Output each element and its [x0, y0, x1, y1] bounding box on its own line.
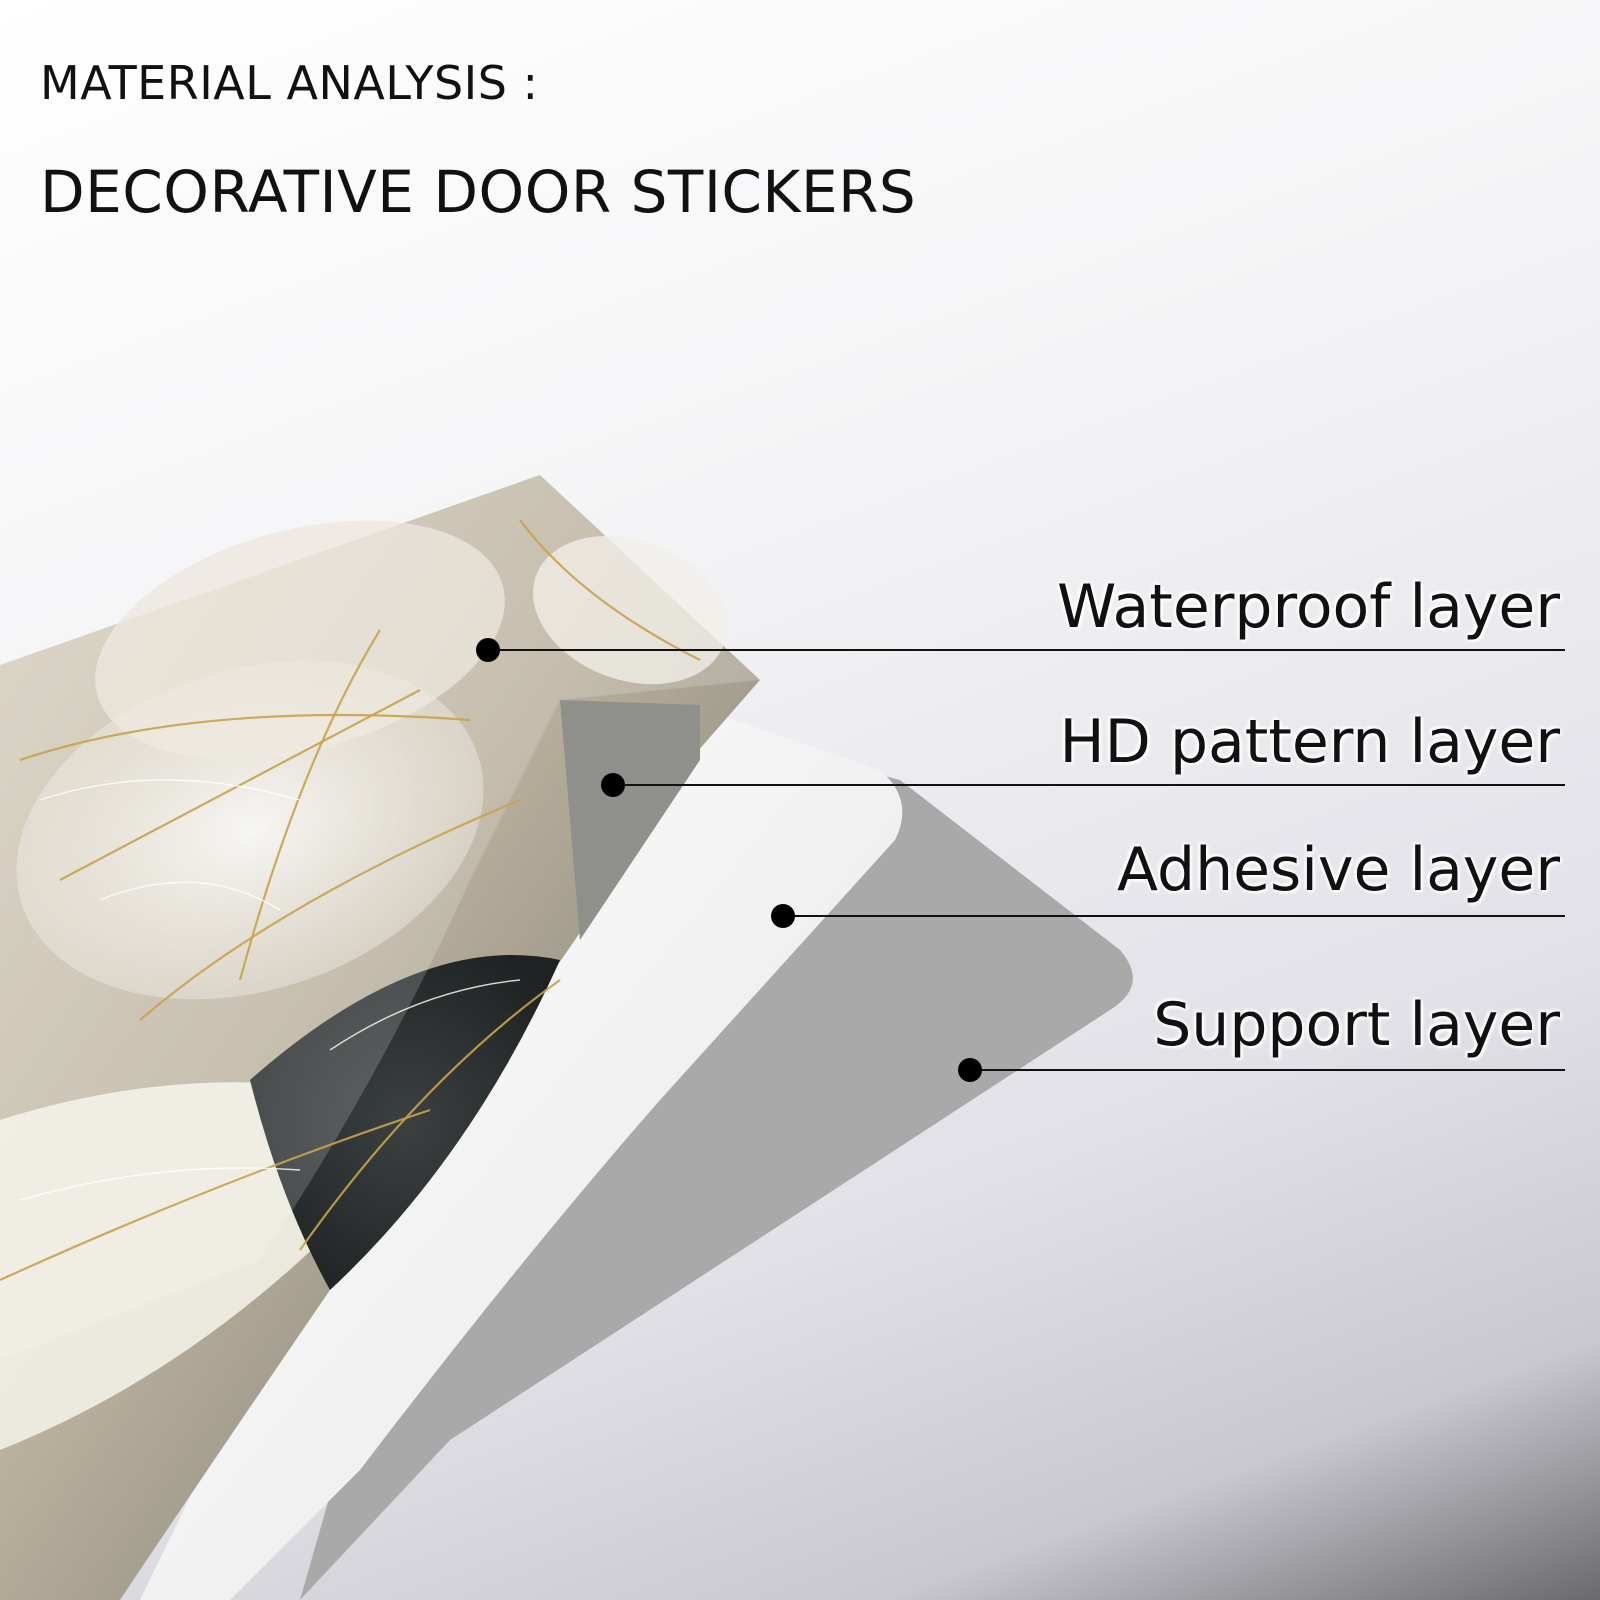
pattern-leaf-shape: [533, 535, 727, 685]
white-vein-lines: [19, 779, 521, 1201]
support-layer-label: Support layer: [1153, 990, 1560, 1060]
waterproof-layer-label: Waterproof layer: [1057, 572, 1560, 642]
hd-pattern-layer-label: HD pattern layer: [1059, 707, 1560, 777]
waterproof-layer-film: [0, 475, 760, 1360]
heading-product-name: DECORATIVE DOOR STICKERS: [40, 158, 917, 226]
pattern-dark-leaf: [250, 955, 560, 1290]
heading-material-analysis: MATERIAL ANALYSIS :: [40, 56, 539, 110]
adhesive-callout-dot: [771, 904, 795, 928]
adhesive-layer-label: Adhesive layer: [1117, 835, 1560, 905]
hd-pattern-callout-dot: [601, 773, 625, 797]
support-callout-dot: [958, 1058, 982, 1082]
adhesive-layer-sheet: [140, 670, 903, 1600]
pattern-fold-corner: [560, 700, 700, 940]
gold-vein-lines: [0, 519, 701, 1282]
pattern-leaf-shape: [16, 660, 484, 1000]
waterproof-callout-dot: [476, 638, 500, 662]
